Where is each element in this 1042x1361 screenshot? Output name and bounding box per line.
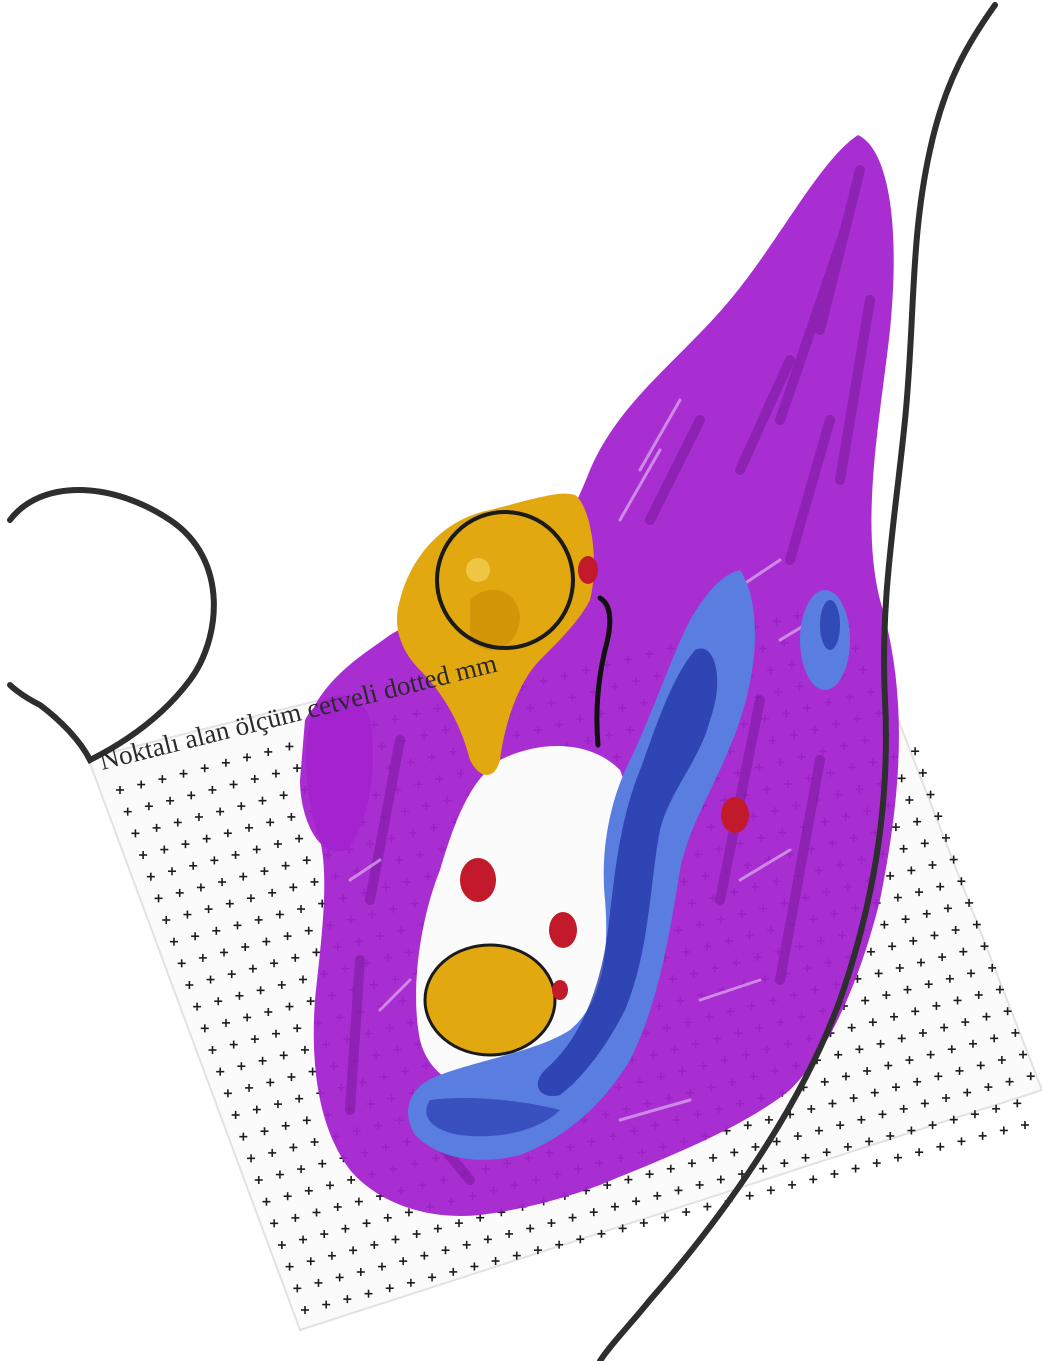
- blue-small-blob-core: [820, 600, 840, 650]
- red-spot: [578, 556, 598, 584]
- red-spot: [460, 858, 496, 902]
- red-spot: [552, 980, 568, 1000]
- circle-highlight: [466, 558, 490, 582]
- yellow-lower-oval: [425, 945, 555, 1055]
- red-spot: [721, 797, 749, 833]
- left-loop-outline: [10, 490, 214, 760]
- red-spot: [549, 912, 577, 948]
